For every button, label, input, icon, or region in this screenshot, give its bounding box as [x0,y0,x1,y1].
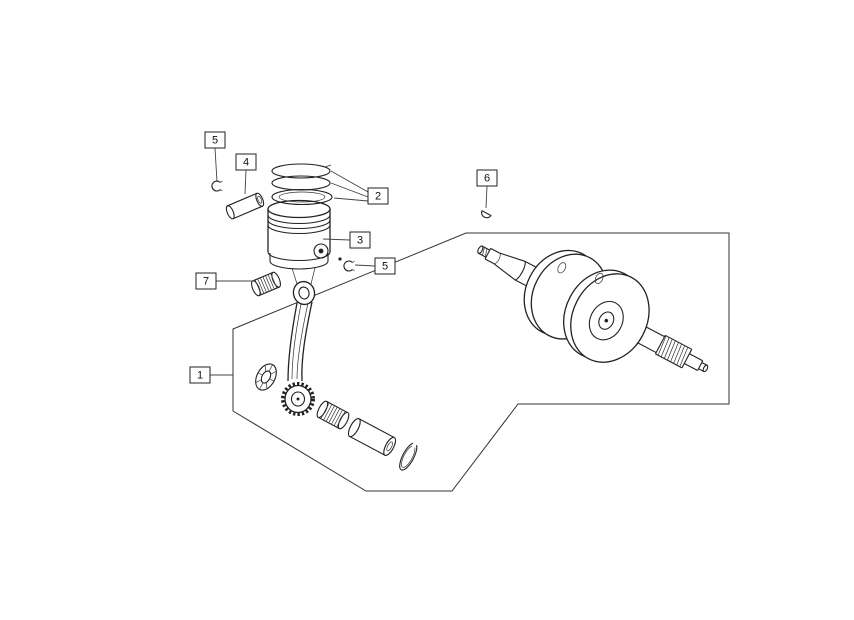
callout-7-label: 7 [203,276,209,288]
big-end-needle-bearing-drawing [316,400,350,430]
callout-6-label: 6 [484,173,490,185]
snap-ring-drawing [399,442,418,471]
circlip-top-drawing [211,180,223,192]
callout-4-label: 4 [243,157,249,169]
callout-5-side[interactable]: 5 [354,257,396,275]
callout-7-box[interactable] [195,272,217,290]
woodruff-key-drawing [481,210,492,219]
callout-6[interactable]: 6 [476,169,498,209]
thrust-washer-drawing [255,363,277,391]
callout-4-box[interactable] [235,153,257,171]
callout-1[interactable]: 1 [189,366,233,384]
callout-5-side-label: 5 [382,261,388,273]
callout-5-side-box[interactable] [374,257,396,275]
callout-4[interactable]: 4 [235,153,257,195]
callout-2-label: 2 [375,191,381,203]
callout-3-box[interactable] [349,231,371,249]
callout-7[interactable]: 7 [195,272,255,290]
assembly-group-outline [232,232,730,492]
circlip-side-drawing [338,257,355,272]
piston-rings-drawing [271,163,333,206]
callout-2[interactable]: 2 [330,170,389,205]
piston-pin-drawing [225,192,265,220]
piston-drawing [267,199,331,285]
callout-2-box[interactable] [367,187,389,205]
callout-3[interactable]: 3 [322,231,371,249]
needle-bearing-small-end-drawing [251,271,281,297]
crank-pin-drawing [347,418,397,456]
crankshaft-drawing [477,245,709,373]
connecting-rod-drawing [281,280,316,416]
callout-5-top-label: 5 [212,135,218,147]
callout-5-top-box[interactable] [204,131,226,149]
callout-1-box[interactable] [189,366,211,384]
callout-6-box[interactable] [476,169,498,187]
callout-3-label: 3 [357,235,363,247]
callout-1-label: 1 [197,370,203,382]
callout-5-top[interactable]: 5 [204,131,226,183]
